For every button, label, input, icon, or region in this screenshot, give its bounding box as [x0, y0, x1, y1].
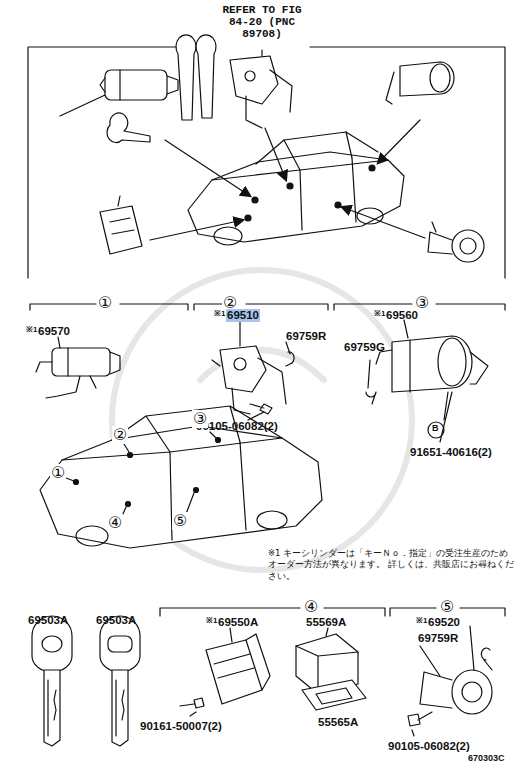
- note-mark: ※1: [416, 617, 427, 626]
- group-number: ④: [303, 598, 319, 616]
- part-number: 69759R: [286, 330, 326, 343]
- group-number: ⑤: [172, 512, 188, 530]
- group-number: ⑤: [439, 598, 455, 616]
- part-number: 69759R: [418, 632, 458, 645]
- part-number: 69550A: [218, 616, 258, 629]
- note-mark: ※1: [26, 326, 37, 335]
- part-number: 55565A: [318, 716, 358, 729]
- note-mark: ※1: [214, 310, 225, 319]
- part-number: 69560: [386, 309, 418, 322]
- figure-code: 670303C: [468, 754, 505, 764]
- part-number: 69570: [38, 325, 70, 338]
- part-number: 69503A: [28, 614, 68, 627]
- part-number: 55569A: [306, 616, 346, 629]
- part-number: 69520: [428, 616, 460, 629]
- part-number: 69503A: [96, 614, 136, 627]
- reference-note: REFER TO FIG 84-20 (PNC 89708): [213, 4, 311, 40]
- reference-letter: B: [432, 424, 439, 434]
- part-number: 69510: [226, 309, 260, 322]
- part-number: 90161-50007(2): [140, 720, 222, 733]
- group-number: ③: [414, 294, 430, 312]
- order-note: ※1 キーシリンダーは「キーＮｏ．指定」の受注生産のため オーダー方法が異なりま…: [268, 548, 516, 582]
- group-number: ③: [192, 410, 208, 428]
- group-number: ①: [50, 464, 66, 482]
- group-number: ④: [107, 514, 123, 532]
- note-mark: ※1: [374, 310, 385, 319]
- part-number: 90105-06082(2): [388, 740, 470, 753]
- group-number: ②: [112, 426, 128, 444]
- part-number: 91651-40616(2): [410, 446, 492, 459]
- group-number: ①: [97, 294, 113, 312]
- note-mark: ※1: [206, 617, 217, 626]
- part-number: 69759G: [344, 341, 385, 354]
